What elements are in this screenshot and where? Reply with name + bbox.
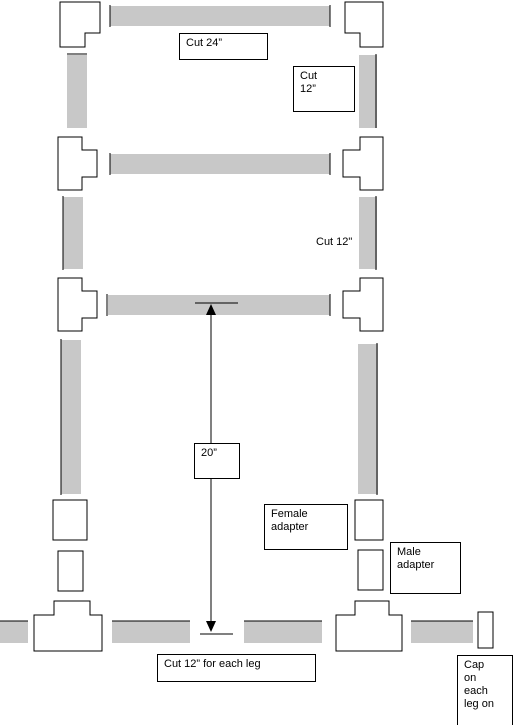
cap-text-3: each [464, 685, 488, 697]
cut-12-top-text-1: Cut [300, 70, 318, 82]
cut-12-top-text-2: 12” [300, 83, 316, 95]
male-adapter-text-2: adapter [397, 559, 435, 571]
dimension-20-label: 20” [194, 443, 240, 479]
middle-crossbar-pipe [110, 154, 330, 174]
middle-right-tee [342, 136, 384, 191]
leg-pipe-center-left [112, 621, 190, 643]
cut-12-top-label: Cut 12” [293, 66, 355, 112]
female-adapter-label: Female adapter [264, 504, 348, 550]
cut-24-label: Cut 24” [179, 33, 268, 60]
cut-12-legs-label: Cut 12” for each leg [157, 654, 316, 682]
right-middle-pipe [359, 197, 377, 269]
cap-label: Cap on each leg on [457, 655, 513, 725]
lower-right-tee [342, 277, 384, 332]
cap-text-1: Cap [464, 659, 485, 671]
female-adapter-text-1: Female [271, 508, 308, 520]
female-adapter-text-2: adapter [271, 521, 309, 533]
cap-text-4: leg on [464, 698, 494, 710]
left-female-adapter [52, 499, 88, 541]
right-upper-pipe [359, 55, 377, 128]
middle-left-tee [57, 136, 98, 191]
cut-24-text: Cut 24” [186, 37, 223, 49]
male-adapter-text-1: Male [397, 546, 421, 558]
male-adapter-label: Male adapter [390, 542, 461, 594]
cap-text-2: on [464, 672, 477, 684]
cut-12-legs-text: Cut 12” for each leg [164, 658, 261, 670]
top-right-elbow [344, 1, 384, 48]
bottom-right-foot-tee [335, 600, 403, 652]
left-upper-pipe [67, 55, 87, 128]
cut-12-middle-label: Cut 12" [316, 236, 353, 248]
lower-left-tee [57, 277, 98, 332]
leg-pipe-right [411, 621, 473, 643]
end-cap [477, 611, 494, 649]
left-middle-pipe [63, 197, 83, 269]
right-long-pipe [358, 344, 378, 494]
top-crossbar-pipe [110, 6, 330, 26]
lower-crossbar-pipe [108, 295, 330, 315]
right-male-adapter [357, 549, 384, 591]
leg-pipe-center-right [244, 621, 322, 643]
left-long-pipe [61, 340, 81, 494]
right-female-adapter [354, 499, 384, 541]
bottom-left-foot-tee [33, 600, 103, 652]
left-male-adapter [57, 550, 84, 592]
leg-pipe-far-left [0, 621, 28, 643]
dimension-20-text: 20” [201, 447, 217, 459]
top-left-elbow [59, 1, 101, 48]
